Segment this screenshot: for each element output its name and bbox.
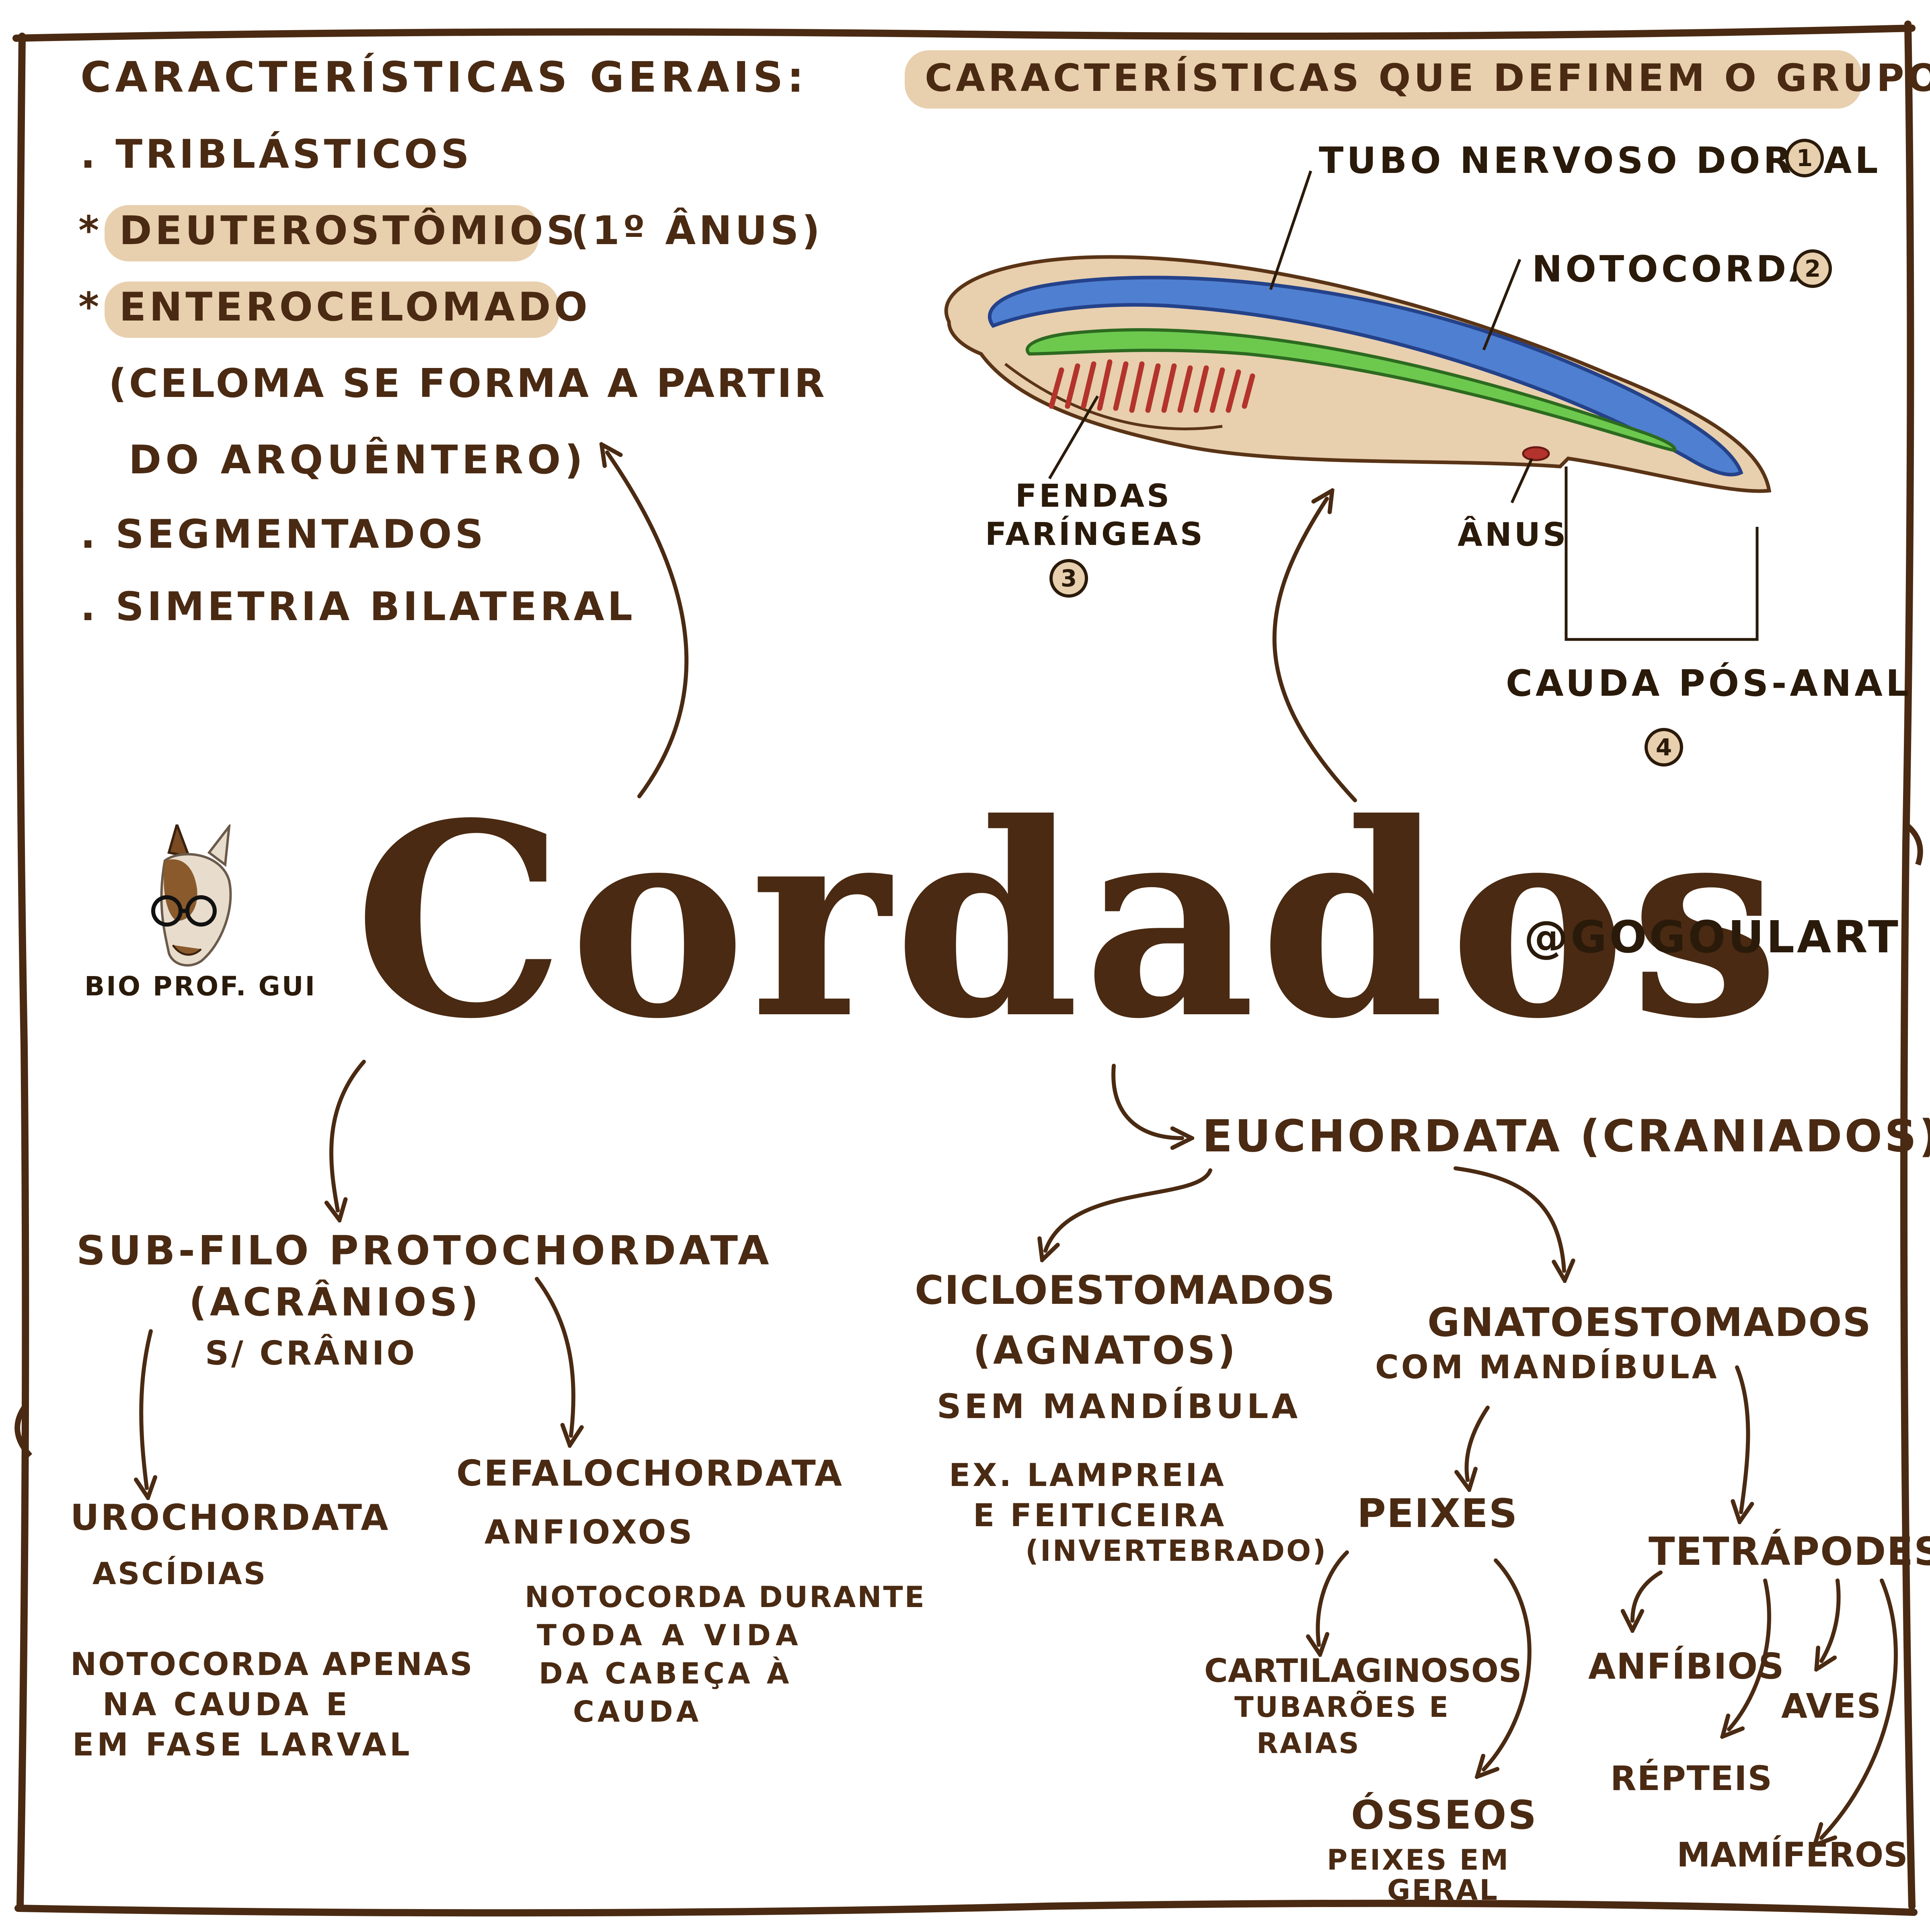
cartilaginosos-title: CARTILAGINOSOS [1204, 1652, 1522, 1689]
arrow-to-aves [1821, 1578, 1841, 1661]
general-item-celoma: (CELOMA SE FORMA A PARTIR [109, 361, 827, 407]
arrow-to-repteis [1729, 1578, 1771, 1729]
cefalo-desc-line-2: TODA A VIDA [537, 1618, 803, 1652]
proto-title: SUB-FILO PROTOCHORDATA [76, 1227, 772, 1274]
uro-title: UROCHORDATA [70, 1497, 390, 1538]
arrow-to-osseos [1484, 1558, 1532, 1770]
chordate-body [944, 255, 1772, 493]
proto-subtitle: (ACRÂNIOS) [189, 1280, 482, 1325]
label-notocorda: NOTOCORDA [1532, 248, 1821, 290]
ciclo-ex-line-1: EX. LAMPREIA [949, 1457, 1226, 1494]
badge-1: 1 [1785, 139, 1824, 177]
arrow-to-general [607, 452, 689, 798]
arrow-to-euchordata [1111, 1064, 1182, 1138]
aves-label: AVES [1781, 1686, 1882, 1726]
proto-note: S/ CRÂNIO [205, 1334, 417, 1373]
peixes-label: PEIXES [1357, 1491, 1518, 1537]
general-item-segmentados: . SEGMENTADOS [80, 512, 487, 557]
arrow-to-peixes [1466, 1406, 1490, 1480]
cefalo-desc-line-3: DA CABEÇA À [539, 1657, 793, 1690]
llama-logo-icon [151, 824, 232, 967]
label-tubo-nervoso: TUBO NERVOSO DORSAL [1319, 140, 1881, 182]
uro-desc-line-3: EM FASE LARVAL [72, 1727, 413, 1763]
arrow-to-tetra [1737, 1365, 1748, 1512]
highlight-deuterostomios [105, 205, 539, 261]
anfibios-label: ANFÍBIOS [1588, 1646, 1785, 1687]
badge-4: 4 [1645, 728, 1683, 767]
ciclo-ex-line-2: E FEITICEIRA [973, 1498, 1227, 1534]
mamiferos-label: MAMÍFEROS [1677, 1835, 1908, 1874]
uro-desc-line-1: NOTOCORDA APENAS [70, 1646, 474, 1683]
anus-mark [1522, 446, 1550, 461]
general-title: CARACTERÍSTICAS GERAIS: [80, 53, 808, 102]
defining-title: CARACTERÍSTICAS QUE DEFINEM O GRUPO: [925, 56, 1930, 100]
arrow-to-cart [1318, 1550, 1349, 1645]
badge-2: 2 [1793, 249, 1832, 288]
cefalo-desc-line-4: CAUDA [573, 1695, 702, 1729]
general-item-arquentero: DO ARQUÊNTERO) [129, 437, 587, 483]
mouth-line [1004, 363, 1223, 430]
arrow-to-ciclo [1045, 1168, 1212, 1251]
general-item-simetria: . SIMETRIA BILATERAL [80, 584, 636, 630]
ciclo-note: SEM MANDÍBULA [937, 1387, 1301, 1426]
logo-caption: BIO PROF. GUI [84, 971, 317, 1002]
gnato-title: GNATOESTOMADOS [1427, 1300, 1872, 1346]
arrow-to-gnato [1454, 1166, 1564, 1271]
ciclo-title: CICLOESTOMADOS [915, 1268, 1336, 1313]
nerve-tube [988, 275, 1743, 477]
arrow-to-anfibios [1632, 1570, 1663, 1621]
cefalo-title: CEFALOCHORDATA [456, 1453, 844, 1494]
pharyngeal-gill-slits [1049, 359, 1255, 413]
ciclo-subtitle: (AGNATOS) [973, 1328, 1238, 1373]
ciclo-ex-line-3: (INVERTEBRADO) [1025, 1534, 1328, 1568]
repteis-label: RÉPTEIS [1610, 1759, 1773, 1798]
cartilaginosos-desc-1: TUBARÕES E [1234, 1691, 1450, 1724]
arrow-to-proto [331, 1060, 366, 1211]
badge-3: 3 [1049, 559, 1088, 598]
highlight-enterocelomado [105, 282, 559, 338]
osseos-desc-1: PEIXES EM [1327, 1844, 1510, 1877]
uro-desc-line-2: NA CAUDA E [103, 1687, 351, 1723]
arrow-to-uro [141, 1329, 151, 1488]
general-item-triblasticos: . TRIBLÁSTICOS [80, 132, 472, 177]
general-item-deuterostomios: * DEUTEROSTÔMIOS [78, 208, 578, 254]
cartilaginosos-desc-2: RAIAS [1257, 1727, 1361, 1760]
label-faringeas: FARÍNGEAS [985, 516, 1205, 553]
general-item-deuterostomios-note: (1º ÂNUS) [571, 208, 823, 254]
uro-example: ASCÍDIAS [92, 1556, 267, 1591]
arrow-to-mamiferos [1821, 1578, 1898, 1838]
osseos-desc-2: GERAL [1387, 1874, 1499, 1907]
cefalo-example: ANFIOXOS [485, 1513, 695, 1552]
eu-title: EUCHORDATA (CRANIADOS) [1202, 1110, 1930, 1162]
highlight-defining-title [905, 50, 1862, 109]
general-item-enterocelomado: * ENTEROCELOMADO [78, 284, 591, 330]
notochord [1025, 328, 1677, 452]
main-title: Cordados [354, 765, 1784, 1077]
tetrapodes-label: TETRÁPODES [1649, 1529, 1930, 1574]
cefalo-desc-line-1: NOTOCORDA DURANTE [525, 1580, 926, 1614]
label-anus: ÂNUS [1458, 516, 1569, 553]
arrow-to-cefalo [535, 1277, 573, 1436]
label-cauda-pos-anal: CAUDA PÓS-ANAL [1506, 662, 1912, 705]
osseos-title: ÓSSEOS [1351, 1792, 1538, 1838]
gnato-note: COM MANDÍBULA [1375, 1348, 1719, 1386]
arrow-to-defining [1272, 499, 1357, 802]
label-fendas: FENDAS [1015, 478, 1172, 514]
author-handle: @GOGOULART [1524, 911, 1901, 963]
